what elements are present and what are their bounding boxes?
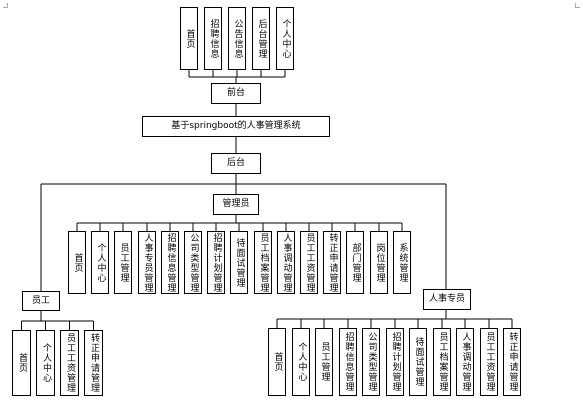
admin-module-label: 系统管理 [397,242,408,283]
frontend-module-box: 后台管理 [252,7,270,70]
employee-module-box: 员工工资管理 [60,330,79,396]
employee-module-box: 转正申请管理 [84,330,103,396]
system-title-node: 基于springboot的人事管理系统 [142,116,330,137]
admin-module-box: 员工工资管理 [300,231,318,294]
admin-module-label: 部门管理 [350,242,361,283]
hr-module-box: 员工管理 [315,328,333,396]
hr-module-box: 首页 [268,328,286,396]
admin-module-label: 个人中心 [95,242,106,283]
hr-module-label: 招聘计划管理 [390,332,401,392]
hr-module-label: 公司类型管理 [366,332,377,392]
hr-module-label: 首页 [272,352,283,372]
employee-role-label: 员工 [31,295,50,306]
hr-module-label: 人事调动管理 [460,332,471,392]
admin-module-label: 招聘计划管理 [211,232,222,293]
hr-module-box: 人事调动管理 [456,328,474,396]
admin-module-label: 员工档案管理 [258,232,269,293]
admin-module-box: 人事调动管理 [277,231,295,294]
admin-module-box: 员工档案管理 [254,231,272,294]
admin-module-box: 系统管理 [393,231,411,294]
hr-module-label: 员工管理 [319,342,330,382]
frontend-module-box: 个人中心 [276,7,294,70]
hr-module-box: 公司类型管理 [362,328,380,396]
frontend-node: 前台 [211,83,261,104]
hr-role-label: 人事专员 [428,294,465,304]
admin-module-box: 岗位管理 [370,231,388,294]
hr-module-box: 待面试管理 [409,328,427,396]
page-corner-mark [3,3,8,8]
admin-module-box: 人事专员管理 [138,231,156,294]
admin-module-box: 公司类型管理 [184,231,202,294]
admin-module-label: 人事专员管理 [142,232,153,293]
hr-module-box: 招聘信息管理 [339,328,357,396]
hr-module-label: 个人中心 [296,342,307,382]
backend-node: 后台 [211,153,261,174]
hr-module-box: 招聘计划管理 [386,328,404,396]
hr-module-box: 转正申请管理 [503,328,521,396]
hr-module-box: 个人中心 [292,328,310,396]
hr-role-node: 人事专员 [423,289,471,310]
frontend-module-box: 首页 [180,7,198,70]
admin-module-box: 首页 [68,231,86,294]
system-title: 基于springboot的人事管理系统 [171,121,301,131]
employee-module-box: 首页 [12,330,31,396]
employee-module-label: 个人中心 [41,343,51,383]
hr-module-label: 招聘信息管理 [343,332,354,392]
hr-module-label: 转正申请管理 [507,332,518,392]
page-corner-mark [575,3,580,8]
frontend-module-box: 招聘信息 [204,7,222,70]
frontend-module-label: 个人中心 [280,18,291,59]
admin-module-label: 转正申请管理 [327,232,338,293]
frontend-module-label: 招聘信息 [208,18,219,59]
admin-module-box: 个人中心 [91,231,109,294]
admin-module-label: 首页 [72,252,83,273]
hr-module-label: 员工工资管理 [484,332,495,392]
employee-module-label: 首页 [17,353,27,373]
frontend-label: 前台 [226,88,245,98]
admin-module-box: 招聘信息管理 [161,231,179,294]
employee-module-label: 转正申请管理 [89,333,99,393]
hr-module-box: 员工档案管理 [433,328,451,396]
admin-module-box: 部门管理 [346,231,364,294]
admin-module-label: 员工工资管理 [304,232,315,293]
admin-module-label: 公司类型管理 [188,232,199,293]
frontend-module-label: 后台管理 [256,18,267,59]
admin-module-label: 员工管理 [118,242,129,283]
employee-module-box: 个人中心 [36,330,55,396]
frontend-module-label: 公告信息 [232,18,243,59]
frontend-module-box: 公告信息 [228,7,246,70]
admin-module-label: 人事调动管理 [281,232,292,293]
employee-role-node: 员工 [22,291,60,311]
admin-module-label: 岗位管理 [374,242,385,283]
hr-module-label: 待面试管理 [413,337,424,387]
admin-module-box: 待面试管理 [230,231,248,294]
admin-module-label: 待面试管理 [234,237,245,288]
employee-module-label: 员工工资管理 [65,333,75,393]
backend-label: 后台 [226,158,245,168]
admin-module-box: 招聘计划管理 [207,231,225,294]
admin-role-node: 管理员 [213,194,259,215]
admin-module-box: 转正申请管理 [323,231,341,294]
hr-module-box: 员工工资管理 [480,328,498,396]
frontend-module-label: 首页 [184,28,195,49]
admin-module-box: 员工管理 [114,231,132,294]
hr-module-label: 员工档案管理 [437,332,448,392]
admin-role-label: 管理员 [222,199,250,209]
admin-module-label: 招聘信息管理 [165,232,176,293]
